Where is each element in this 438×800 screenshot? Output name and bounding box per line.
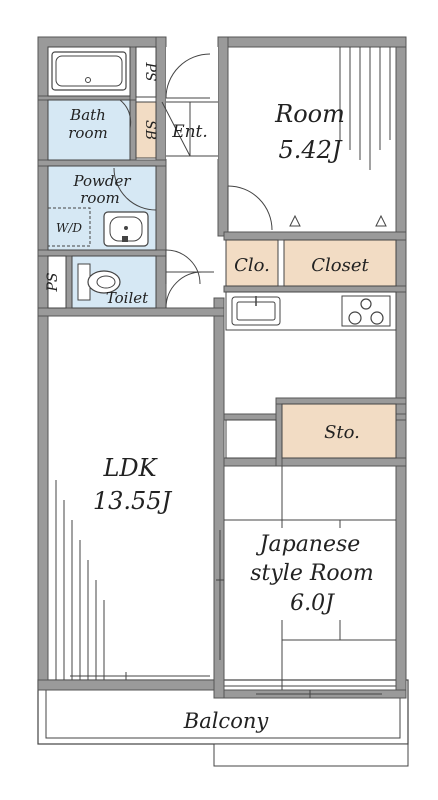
balcony-label: Balcony [183, 709, 270, 733]
shoe-box: SB [135, 101, 158, 159]
outer-walls [37, 36, 407, 699]
storage-label: Sto. [324, 422, 360, 443]
powder-label-2: room [80, 189, 119, 207]
bathtub-icon [51, 51, 127, 91]
ps-top: PS [135, 46, 158, 98]
entrance-label: Ent. [171, 122, 208, 142]
japanese-size: 6.0J [290, 591, 335, 616]
room-label: Room [274, 100, 345, 128]
washer-dryer-space: W/D [47, 207, 91, 247]
clo-label: Clo. [234, 255, 270, 276]
washbasin-icon [103, 211, 149, 247]
closet-small: Clo. [225, 239, 279, 287]
powder-room: Powder room W/D [47, 165, 157, 251]
japanese-label: Japanese [256, 532, 361, 557]
bath-label-2: room [68, 124, 107, 142]
ps-bottom-label: PS [45, 272, 61, 292]
toilet-label: Toilet [106, 289, 149, 307]
powder-label: Powder [72, 172, 131, 190]
toilet-room: Toilet [71, 255, 157, 309]
kitchen-sink-icon [231, 296, 281, 326]
ps-bottom: PS [45, 255, 67, 309]
entrance: Ent. [161, 47, 218, 159]
gas-stove-icon [341, 295, 391, 327]
room-window-lines [339, 47, 391, 170]
japanese-room: Japanese style Room 6.0J [216, 466, 396, 698]
toilet-icon [77, 263, 121, 301]
kitchen-counter [225, 291, 397, 331]
hall-doors [165, 185, 273, 309]
wd-label: W/D [56, 221, 82, 235]
ps-top-label: PS [142, 61, 158, 81]
japanese-label-2: style Room [250, 561, 374, 586]
ldk: LDK 13.55J [55, 454, 210, 680]
room-size: 5.42J [278, 136, 342, 164]
sb-label: SB [142, 120, 158, 140]
closet-large: Closet [283, 239, 397, 287]
room-western: Room 5.42J [274, 47, 391, 227]
ldk-label: LDK [102, 454, 158, 482]
bath-label: Bath [69, 106, 106, 124]
ldk-size: 13.55J [93, 487, 173, 515]
storage: Sto. [225, 403, 397, 459]
closet-label: Closet [311, 255, 369, 276]
ldk-window-lines [55, 480, 105, 680]
bathroom: Bath room [47, 46, 132, 161]
